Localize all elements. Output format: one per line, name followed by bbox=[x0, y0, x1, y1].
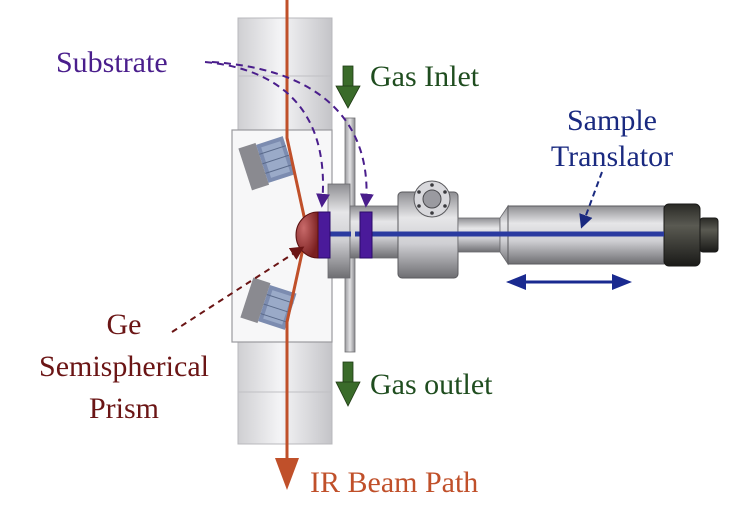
substrate-plate-right bbox=[359, 211, 373, 259]
substrate-label: Substrate bbox=[56, 46, 168, 79]
ir-beam-path-label: IR Beam Path bbox=[310, 466, 478, 499]
substrate-plate-left bbox=[317, 211, 331, 259]
ge-label-line3: Prism bbox=[89, 392, 159, 425]
upper-mirror-mount bbox=[238, 136, 296, 191]
translation-double-arrow bbox=[506, 274, 632, 290]
gas-outlet-label: Gas outlet bbox=[370, 368, 493, 401]
vertical-tube bbox=[237, 17, 333, 445]
substrate-leader-right bbox=[211, 61, 374, 208]
ge-leader bbox=[171, 246, 305, 333]
gas-inlet-label: Gas Inlet bbox=[370, 60, 480, 93]
sample-translator-label-line1: Sample bbox=[567, 104, 657, 137]
ge-label-line2: Semispherical bbox=[39, 350, 209, 383]
gas-inlet-arrow bbox=[335, 65, 361, 109]
sample-translator bbox=[327, 180, 719, 279]
gas-outlet-arrow bbox=[335, 361, 361, 407]
ge-label-line1: Ge bbox=[107, 308, 142, 341]
substrate-leader-left bbox=[204, 61, 331, 208]
sample-translator-label-line2: Translator bbox=[551, 140, 673, 173]
